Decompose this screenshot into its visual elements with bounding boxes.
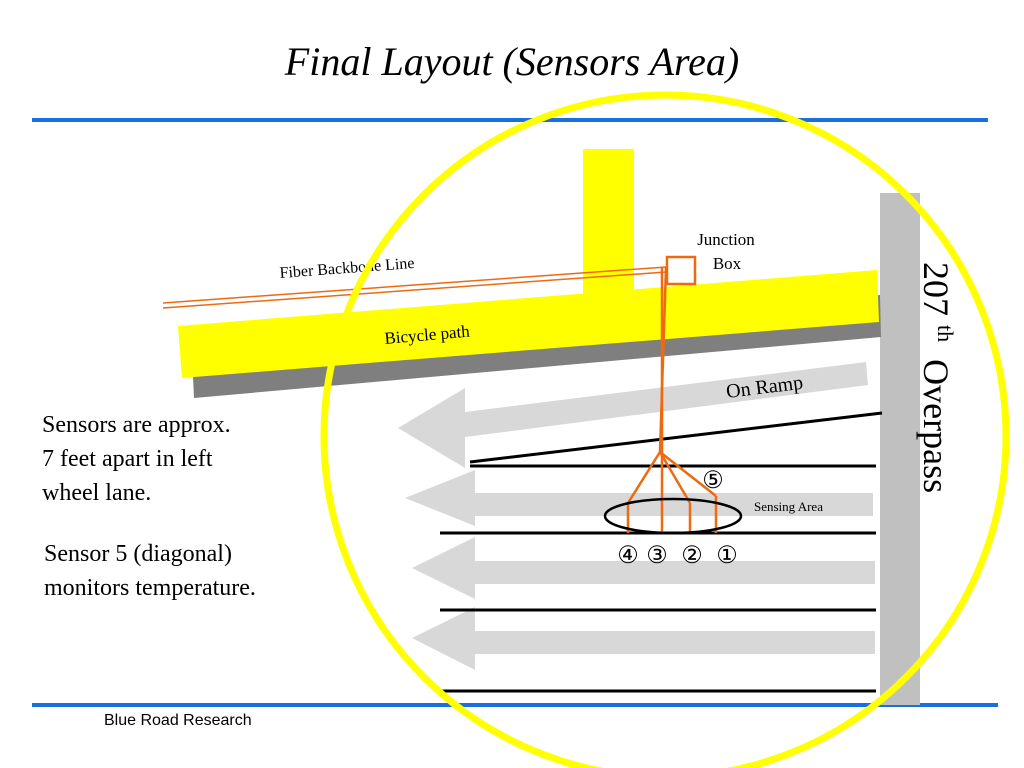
- lane-arrow-2: [412, 537, 875, 599]
- fiber-backbone-label: Fiber Backbone Line: [279, 255, 415, 282]
- junction-box: [665, 255, 697, 286]
- svg-text:207 th Overpas: 207 th Overpass: [916, 262, 970, 493]
- on-ramp-arrow: [398, 362, 868, 468]
- sensor-4-label: ④: [617, 543, 639, 569]
- junction-box-label-line2: Box: [713, 254, 742, 273]
- highlight-circle: [320, 91, 1010, 768]
- lane-lines: [440, 411, 883, 693]
- junction-box-label-line1: Junction: [697, 230, 755, 249]
- bicycle-path: [178, 270, 879, 378]
- fiber-to-sensor-4: [626, 451, 662, 504]
- lane-arrows: [398, 362, 875, 670]
- lane-arrow-3: [412, 607, 875, 670]
- sensor-spacing-note: Sensors are approx. 7 feet apart in left…: [42, 412, 231, 506]
- fiber-drop-b: [658, 266, 668, 453]
- sensor-2-label: ②: [681, 543, 703, 569]
- sensor-1-label: ①: [716, 543, 738, 569]
- on-ramp-label: On Ramp: [725, 372, 804, 403]
- fiber-backbone-line-a: [162, 266, 667, 304]
- fiber-to-sensor-1: [659, 451, 717, 497]
- overpass-suffix: th: [933, 325, 958, 342]
- overpass-structure: [880, 193, 920, 705]
- overpass-word: Overpass: [916, 359, 956, 493]
- sensor-5-note: Sensor 5 (diagonal) monitors temperature…: [44, 541, 256, 601]
- ramp-merge-line: [469, 411, 883, 464]
- fiber-backbone-line-b: [162, 271, 667, 309]
- overpass-label: 207 th Overpass: [916, 262, 970, 493]
- path-connector: [583, 149, 634, 299]
- sensor-5-label: ⑤: [702, 468, 724, 494]
- fiber-to-sensor-2: [658, 451, 692, 504]
- sensing-area: [603, 497, 743, 535]
- footer-company: Blue Road Research: [104, 712, 252, 729]
- lane-arrow-1: [405, 470, 873, 526]
- overpass-number: 207: [916, 262, 956, 316]
- sensing-area-label: Sensing Area: [754, 499, 823, 514]
- slide-title: Final Layout (Sensors Area): [284, 39, 740, 84]
- sensor-3-label: ③: [646, 543, 668, 569]
